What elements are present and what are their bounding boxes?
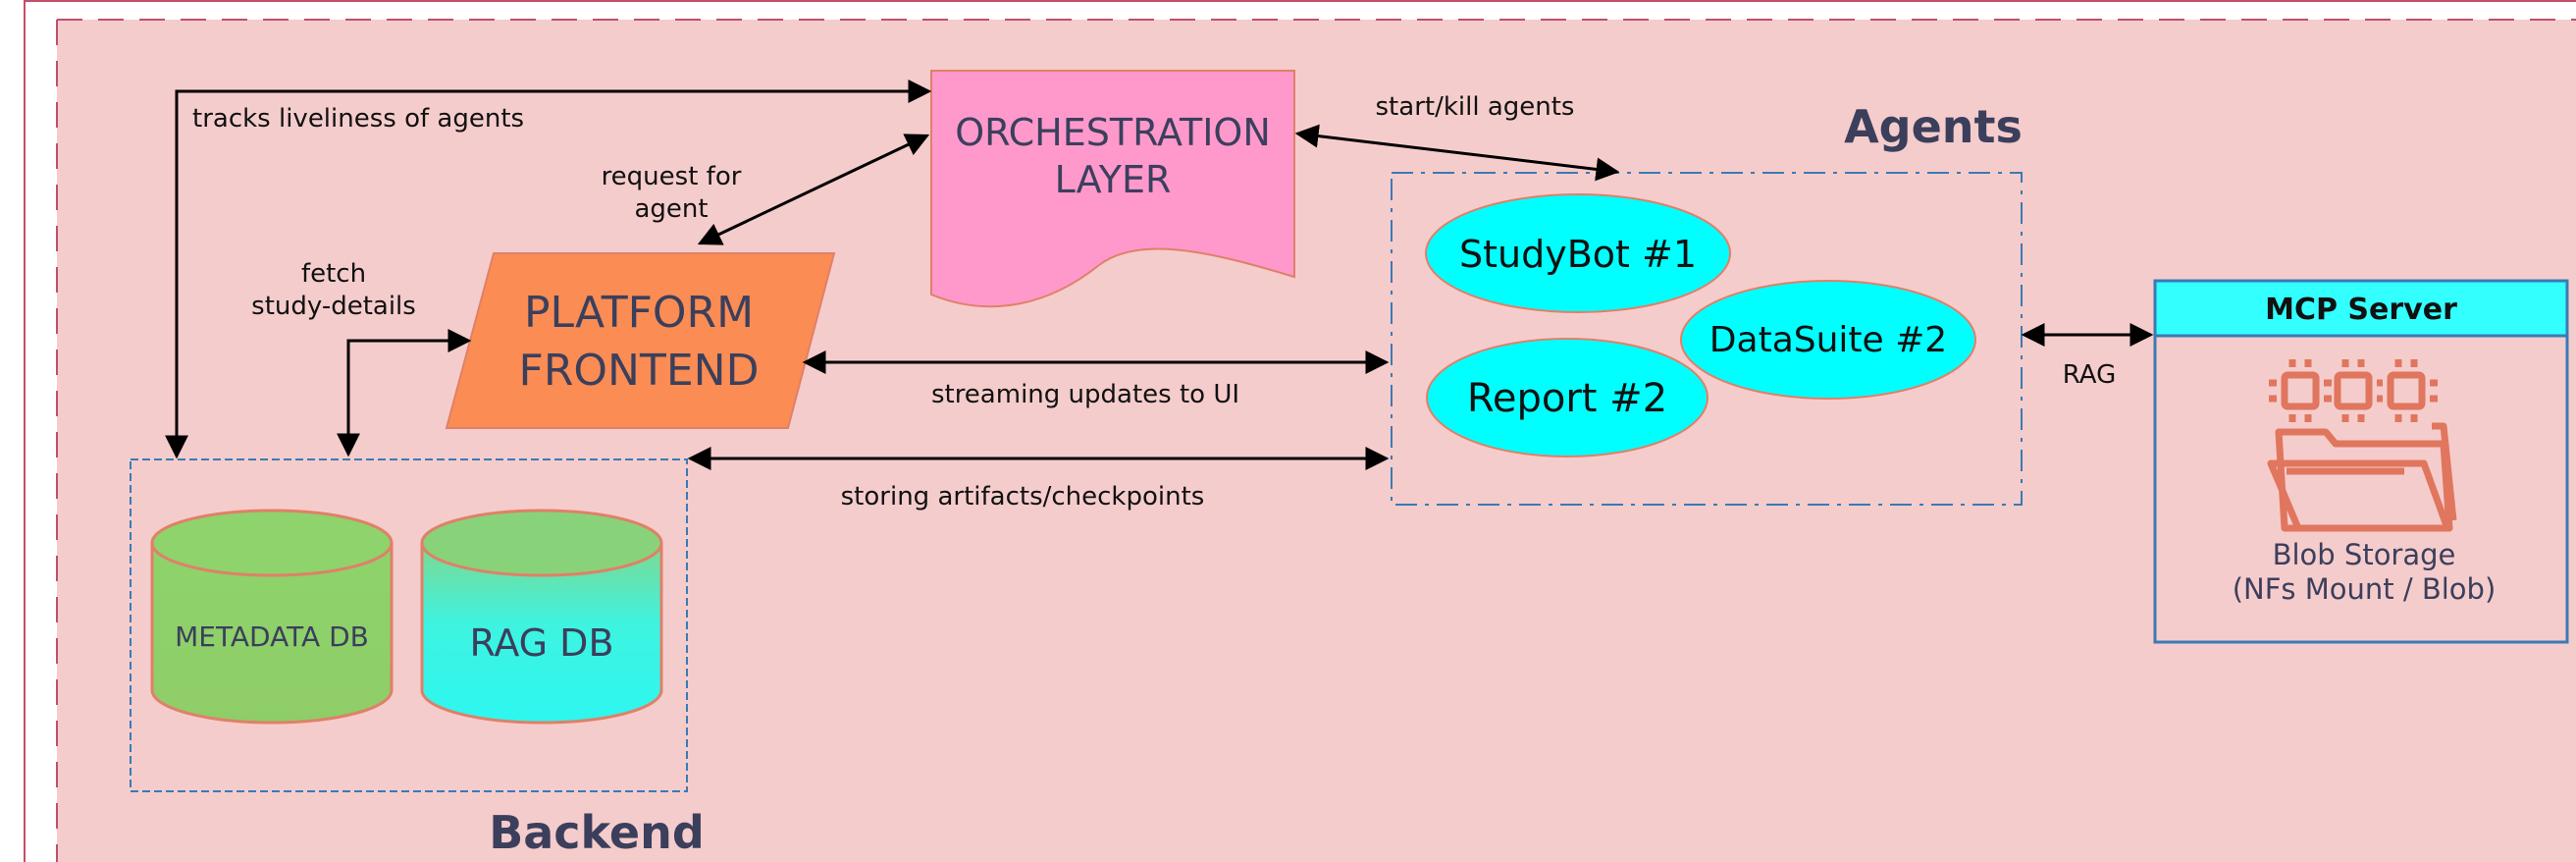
datasuite-agent-node: [1680, 280, 1976, 400]
storing-artifacts-label: storing artifacts/checkpoints: [841, 482, 1205, 512]
tracks-liveliness-label: tracks liveliness of agents: [192, 104, 524, 134]
platform-frontend-node: [445, 252, 836, 429]
request-agent-arrow: [697, 134, 930, 245]
rag-db-node: [420, 509, 663, 725]
orchestration-layer-node: [930, 70, 1295, 308]
request-agent-label-line1: request for: [602, 162, 742, 191]
blob-storage-label-line1: Blob Storage: [2273, 538, 2456, 571]
orchestration-label-line2: LAYER: [1055, 158, 1172, 201]
tracks-liveliness-arrow: [165, 80, 932, 459]
datasuite-agent-label: DataSuite #2: [1709, 320, 1947, 360]
report-agent-node: [1426, 338, 1709, 458]
blob-storage-label-line2: (NFs Mount / Blob): [2233, 572, 2497, 606]
start-kill-agents-arrow: [1294, 124, 1620, 182]
fetch-details-label-line1: fetch: [301, 259, 366, 289]
agents-group-title: Agents: [1844, 100, 2023, 153]
report-agent-label: Report #2: [1467, 376, 1667, 421]
studybot-agent-node: [1425, 193, 1731, 313]
rag-db-label: RAG DB: [469, 621, 613, 665]
start-kill-label: start/kill agents: [1376, 92, 1575, 122]
fetch-study-details-arrow: [337, 329, 472, 458]
mcp-server-header: [2153, 279, 2569, 338]
platform-label-line1: PLATFORM: [524, 288, 754, 338]
orchestration-label-line1: ORCHESTRATION: [955, 111, 1271, 154]
diagram-frame: [57, 20, 2576, 862]
streaming-updates-label: streaming updates to UI: [931, 380, 1239, 409]
backend-group-title: Backend: [489, 806, 705, 859]
metadata-db-node: [150, 509, 394, 725]
mcp-server-title: MCP Server: [2265, 293, 2457, 327]
backend-group: [130, 458, 688, 792]
chip-icon: [2269, 359, 2438, 422]
rag-label: RAG: [2063, 360, 2117, 390]
folder-icon: [2267, 422, 2457, 532]
studybot-agent-label: StudyBot #1: [1459, 233, 1697, 276]
fetch-details-label-line2: study-details: [251, 292, 416, 321]
request-agent-label-line2: agent: [634, 194, 708, 224]
platform-label-line2: FRONTEND: [519, 346, 760, 396]
metadata-db-label: METADATA DB: [175, 620, 369, 653]
